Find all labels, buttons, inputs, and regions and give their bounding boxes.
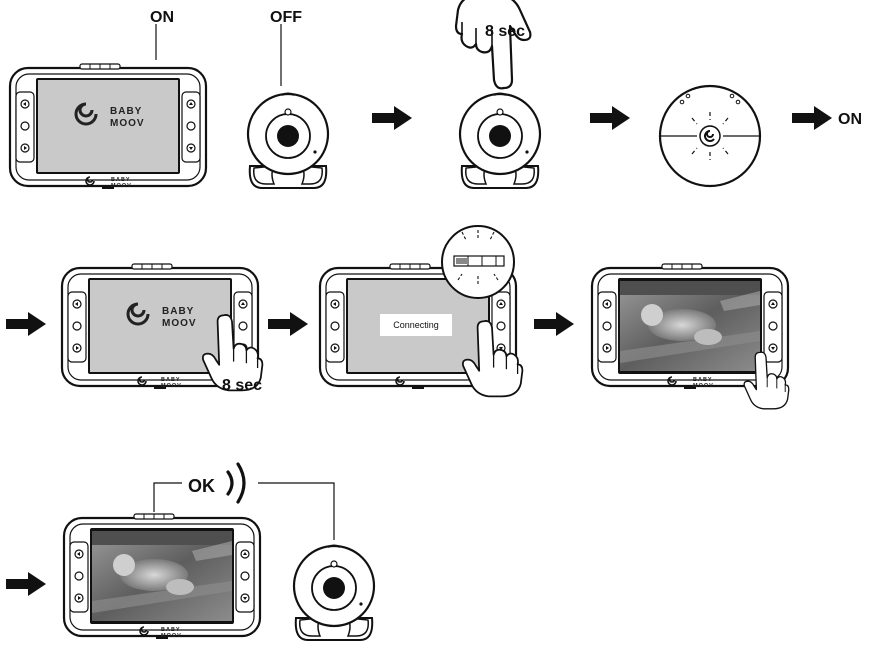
camera-icon: [460, 94, 540, 189]
brand-small-line2: MOOV: [161, 633, 182, 639]
brand-small-line1: BABY: [111, 177, 131, 183]
brand-small-line2: MOOV: [161, 383, 182, 389]
brand-line2: MOOV: [162, 318, 197, 329]
connecting-message: Connecting: [393, 320, 439, 330]
brand-small-line1: BABY: [693, 377, 713, 383]
monitor-icon: [64, 514, 260, 639]
connection-line-left: [153, 482, 182, 512]
arrow-right-icon: [590, 106, 630, 130]
connection-line-right: [258, 482, 335, 540]
arrow-right-icon: [792, 106, 832, 130]
finger-press-icon: [456, 0, 530, 88]
brand-line2: MOOV: [110, 118, 145, 129]
label-ok: OK: [188, 476, 215, 496]
label-8sec-camera: 8 sec: [485, 23, 525, 40]
monitor-icon: [10, 64, 206, 189]
camera-top-view-icon: [658, 84, 762, 188]
camera-icon: [294, 546, 374, 641]
brand-line1: BABY: [110, 106, 142, 117]
brand-small-line1: BABY: [161, 377, 181, 383]
brand-small-line2: MOOV: [111, 183, 132, 189]
brand-small-line2: MOOV: [693, 383, 714, 389]
magnifier-icon: [441, 225, 515, 299]
label-off: OFF: [270, 9, 302, 26]
arrow-right-icon: [268, 312, 308, 336]
label-on-end: ON: [838, 111, 862, 128]
camera-icon: [248, 94, 328, 189]
arrow-right-icon: [534, 312, 574, 336]
sound-waves-icon: [226, 462, 246, 504]
label-on-monitor: ON: [150, 9, 174, 26]
brand-small-line1: BABY: [161, 627, 181, 633]
arrow-right-icon: [372, 106, 412, 130]
arrow-right-icon: [6, 572, 46, 596]
arrow-right-icon: [6, 312, 46, 336]
brand-line1: BABY: [162, 306, 194, 317]
label-8sec-monitor: 8 sec: [222, 377, 262, 394]
